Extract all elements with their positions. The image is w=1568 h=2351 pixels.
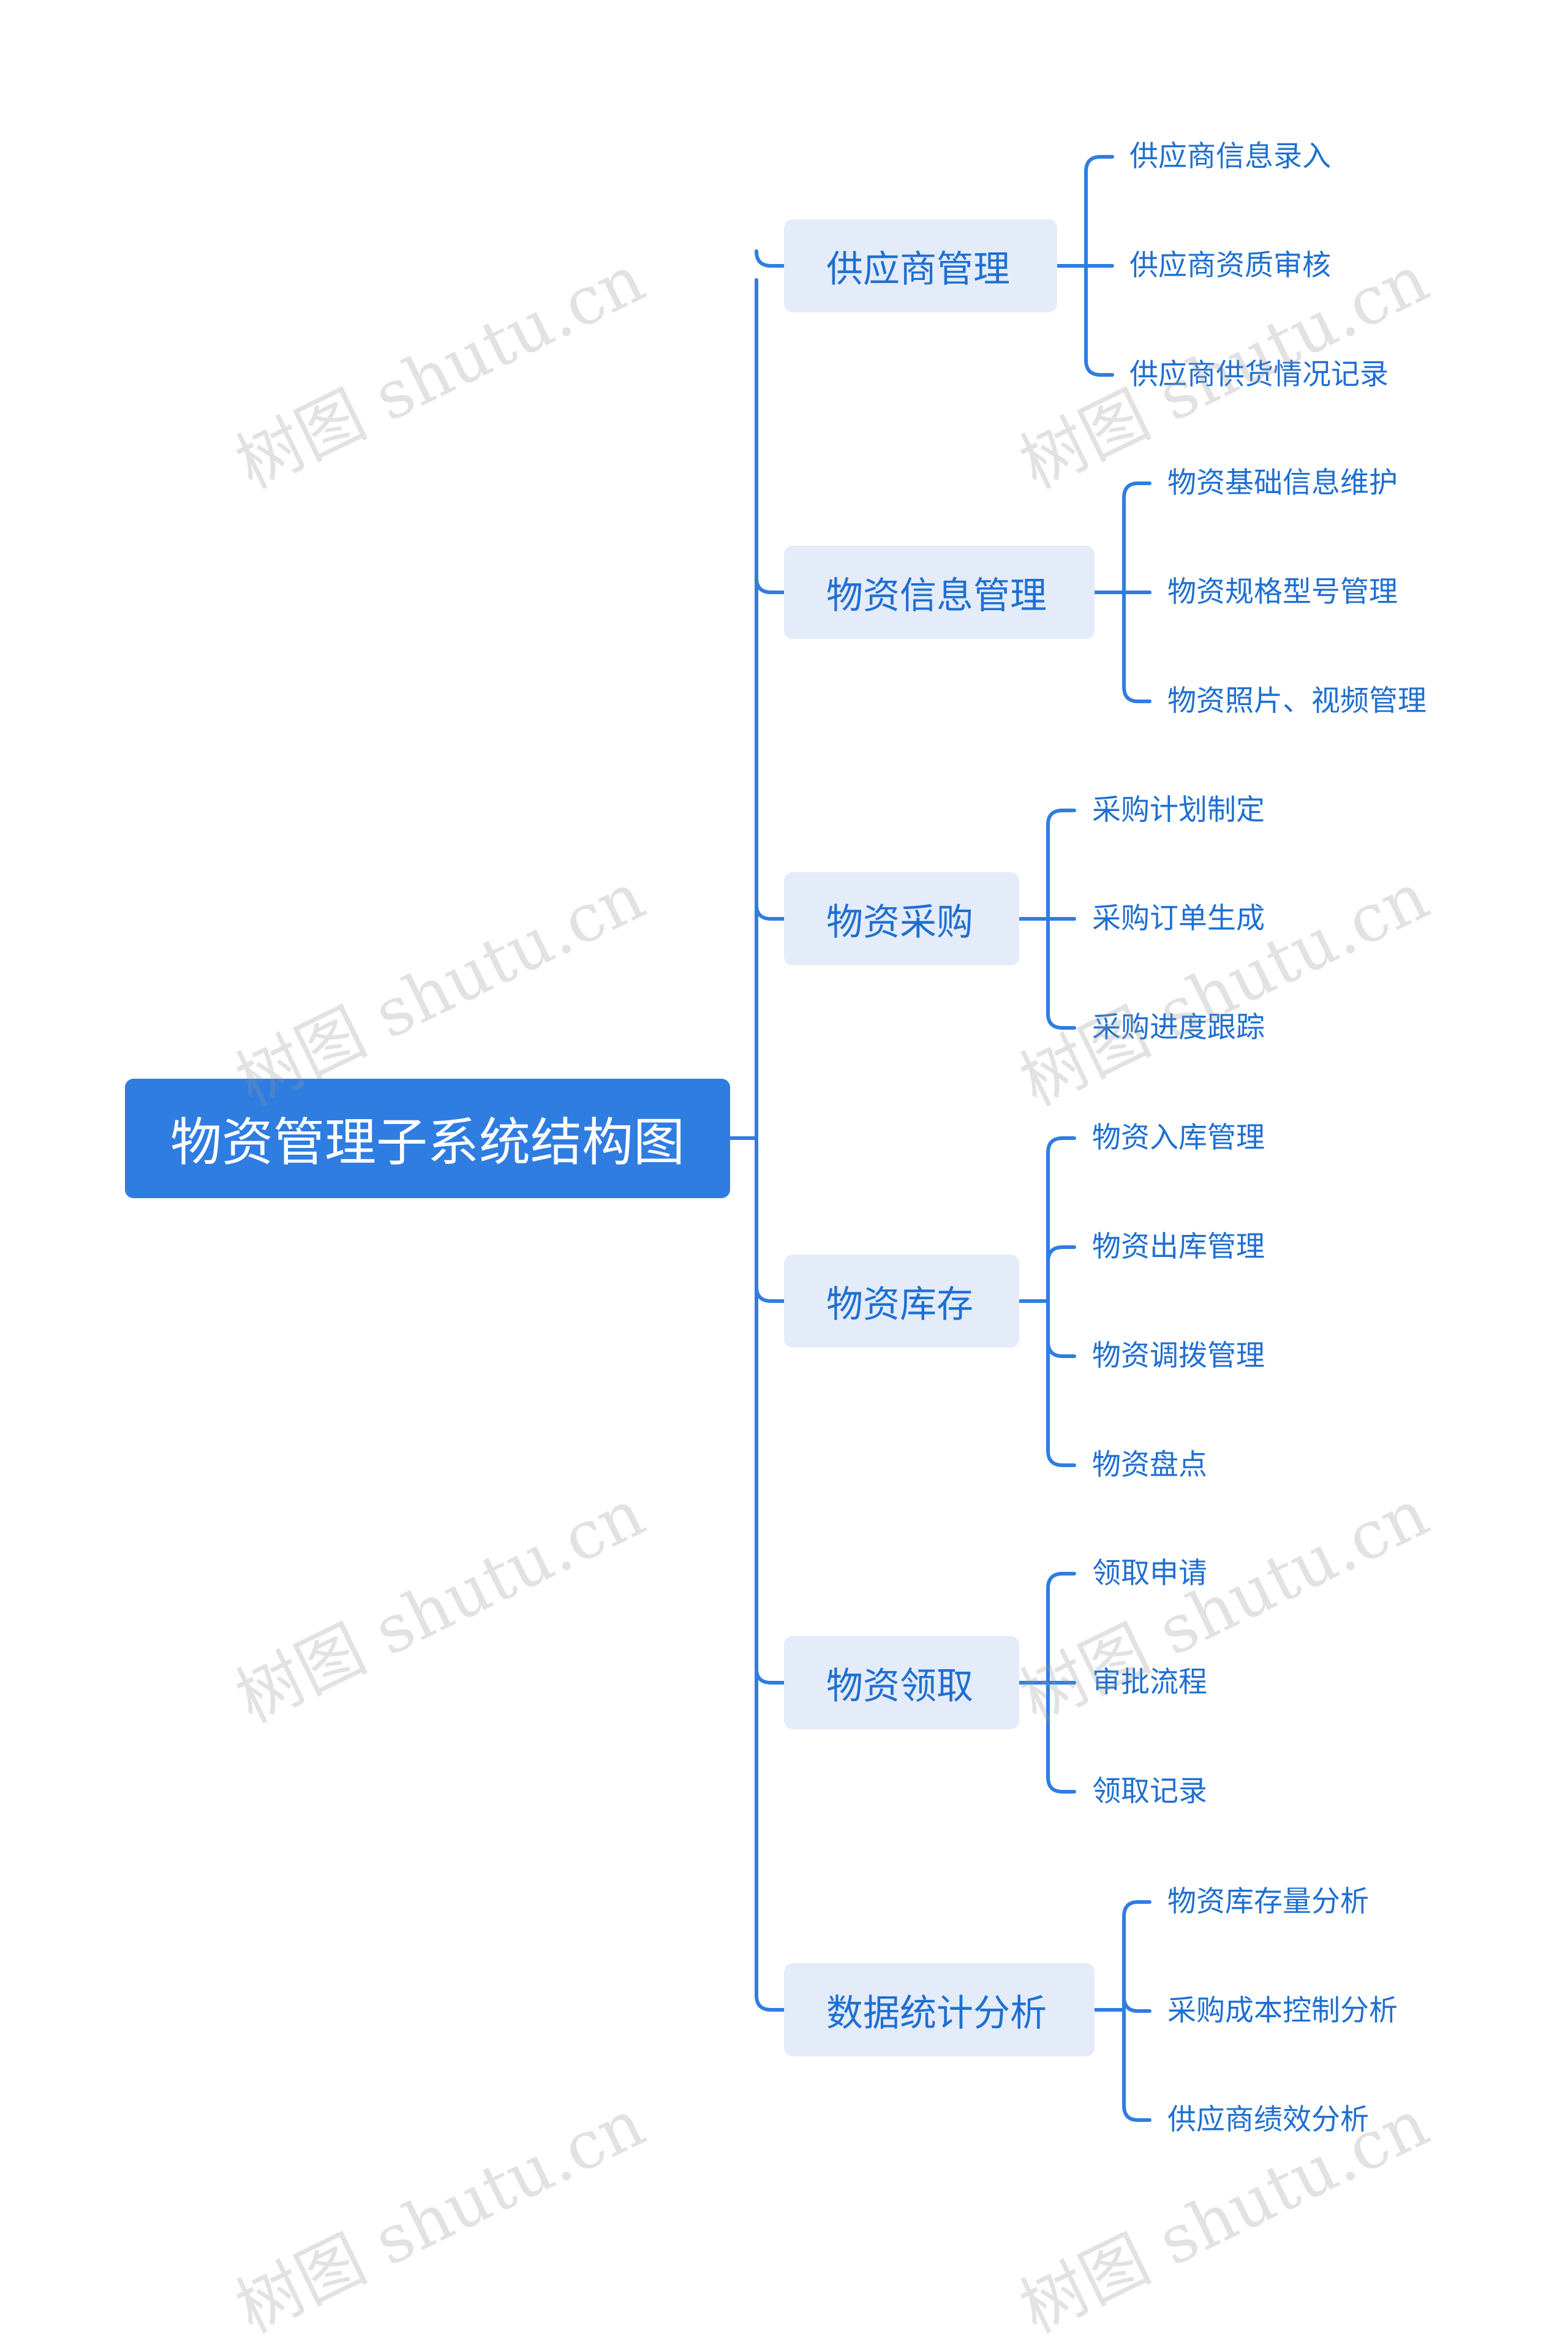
leaf-node[interactable]: 供应商供货情况记录 bbox=[1129, 358, 1389, 391]
leaf-connector bbox=[1046, 1136, 1076, 1155]
branch-connector bbox=[755, 576, 786, 594]
branch-material-requisition[interactable]: 物资领取 bbox=[784, 1636, 1019, 1729]
branch-connector bbox=[755, 249, 786, 268]
leaf-node[interactable]: 领取申请 bbox=[1092, 1557, 1207, 1590]
leaf-node[interactable]: 供应商信息录入 bbox=[1129, 140, 1331, 173]
leaf-node[interactable]: 物资基础信息维护 bbox=[1167, 466, 1398, 500]
leaf-node[interactable]: 物资调拨管理 bbox=[1092, 1339, 1265, 1373]
leaf-node[interactable]: 采购计划制定 bbox=[1092, 793, 1265, 827]
branch-material-info-management[interactable]: 物资信息管理 bbox=[784, 546, 1095, 639]
branch-material-inventory[interactable]: 物资库存 bbox=[784, 1255, 1019, 1348]
leaf-connector bbox=[1122, 2104, 1152, 2122]
leaf-node[interactable]: 物资规格型号管理 bbox=[1167, 575, 1398, 609]
connector-lines bbox=[728, 155, 1152, 2122]
leaf-connector bbox=[1046, 1775, 1076, 1794]
leaf-connector bbox=[1122, 481, 1152, 500]
leaf-node[interactable]: 采购订单生成 bbox=[1092, 902, 1265, 935]
branch-material-procurement[interactable]: 物资采购 bbox=[784, 872, 1019, 965]
leaf-node[interactable]: 物资照片、视频管理 bbox=[1167, 684, 1427, 718]
leaf-node[interactable]: 采购成本控制分析 bbox=[1167, 1994, 1398, 2028]
leaf-connector bbox=[1046, 1449, 1076, 1467]
branch-connector bbox=[755, 1285, 786, 1303]
branch-connector bbox=[755, 1667, 786, 1685]
mindmap-canvas: 物资管理子系统结构图 供应商管理 物资信息管理 物资采购 物资库存 物资领取 数… bbox=[125, 140, 1440, 2348]
leaf-connector bbox=[1084, 155, 1114, 173]
leaf-node[interactable]: 物资出库管理 bbox=[1092, 1230, 1265, 1264]
leaf-node[interactable]: 采购进度跟踪 bbox=[1092, 1011, 1265, 1044]
leaf-connector bbox=[1046, 809, 1076, 826]
branch-supplier-management[interactable]: 供应商管理 bbox=[784, 219, 1057, 312]
leaf-connector bbox=[1046, 1572, 1076, 1590]
branch-connector bbox=[755, 1993, 786, 2012]
root-node[interactable]: 物资管理子系统结构图 bbox=[125, 1079, 730, 1198]
leaf-node[interactable]: 领取记录 bbox=[1092, 1775, 1207, 1808]
leaf-node[interactable]: 物资入库管理 bbox=[1092, 1121, 1265, 1155]
leaf-connector bbox=[1122, 1994, 1152, 2013]
leaf-node[interactable]: 物资库存量分析 bbox=[1167, 1885, 1369, 1919]
leaf-node[interactable]: 审批流程 bbox=[1092, 1666, 1207, 1699]
branch-connector bbox=[755, 903, 786, 921]
branch-data-statistics[interactable]: 数据统计分析 bbox=[784, 1963, 1095, 2056]
leaf-connector bbox=[1046, 1245, 1076, 1264]
leaf-connector bbox=[1046, 1340, 1076, 1358]
leaf-node[interactable]: 供应商资质审核 bbox=[1129, 249, 1331, 282]
leaf-connector bbox=[1122, 1900, 1152, 1919]
leaf-connector bbox=[1122, 685, 1152, 703]
leaf-connector bbox=[1084, 358, 1114, 377]
leaf-connector bbox=[1046, 1012, 1076, 1030]
leaf-node[interactable]: 物资盘点 bbox=[1092, 1448, 1207, 1482]
leaf-node[interactable]: 供应商绩效分析 bbox=[1167, 2103, 1369, 2137]
